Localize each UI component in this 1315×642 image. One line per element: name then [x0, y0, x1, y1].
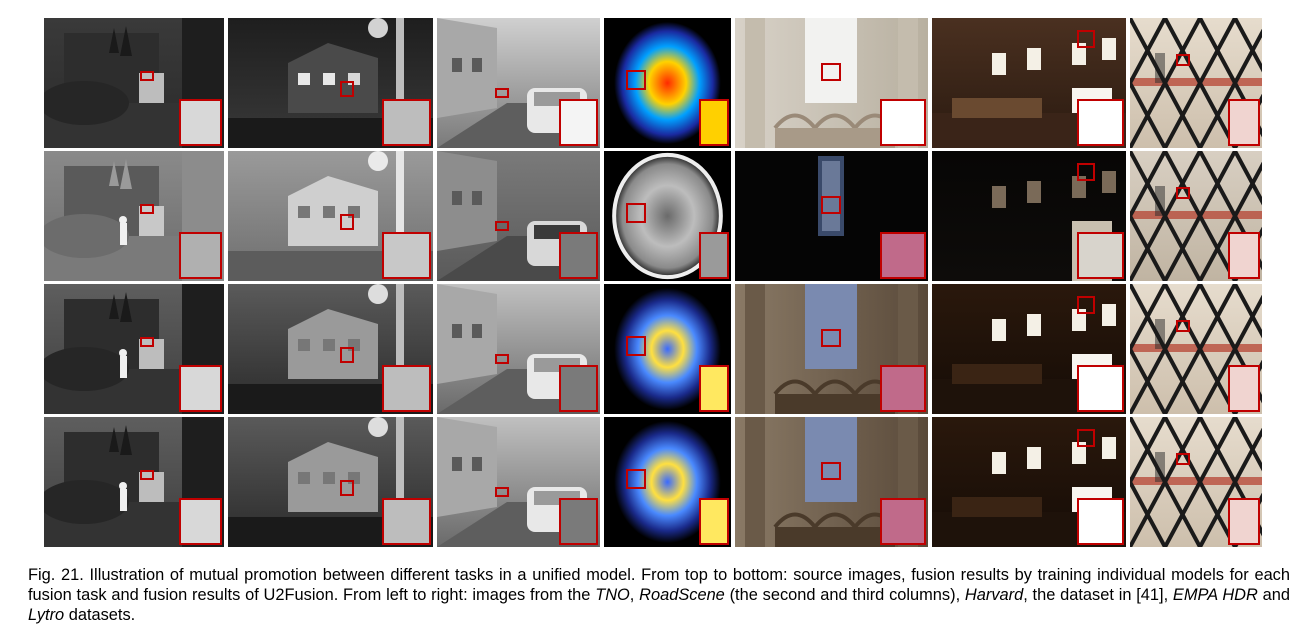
- highlight-box: [626, 203, 646, 223]
- highlight-box: [495, 487, 509, 497]
- zoom-inset: [880, 365, 926, 412]
- zoom-inset: [382, 99, 431, 146]
- zoom-inset: [1228, 99, 1260, 146]
- figure-image-r1-c1: [44, 18, 224, 148]
- highlight-box: [340, 480, 354, 496]
- figure-image-r1-c2: [228, 18, 433, 148]
- figure-image-r2-c5: [735, 151, 928, 281]
- zoom-inset: [382, 365, 431, 412]
- figure-image-r2-c2: [228, 151, 433, 281]
- caption-text-3: (the second and third columns),: [724, 586, 965, 604]
- highlight-box: [821, 196, 841, 214]
- zoom-inset: [699, 365, 729, 412]
- figure-grid: [44, 18, 1262, 547]
- zoom-inset: [1077, 99, 1124, 146]
- highlight-box: [626, 469, 646, 489]
- zoom-inset: [559, 365, 598, 412]
- zoom-inset: [1077, 365, 1124, 412]
- figure-image-r3-c6: [932, 284, 1126, 414]
- highlight-box: [140, 71, 154, 81]
- highlight-box: [1176, 320, 1190, 332]
- highlight-box: [1077, 163, 1095, 181]
- figure-image-r3-c2: [228, 284, 433, 414]
- highlight-box: [1077, 296, 1095, 314]
- highlight-box: [340, 81, 354, 97]
- figure-image-r3-c5: [735, 284, 928, 414]
- highlight-box: [340, 347, 354, 363]
- caption-dataset-lytro: Lytro: [28, 606, 65, 624]
- caption-text-2: ,: [629, 586, 640, 604]
- highlight-box: [140, 470, 154, 480]
- figure-image-r1-c3: [437, 18, 600, 148]
- caption-text-4: , the dataset in [41],: [1023, 586, 1173, 604]
- zoom-inset: [179, 99, 222, 146]
- figure-image-r1-c7: [1130, 18, 1262, 148]
- zoom-inset: [559, 99, 598, 146]
- highlight-box: [140, 204, 154, 214]
- figure-image-r3-c7: [1130, 284, 1262, 414]
- zoom-inset: [880, 99, 926, 146]
- highlight-box: [1176, 453, 1190, 465]
- highlight-box: [821, 63, 841, 81]
- highlight-box: [626, 336, 646, 356]
- caption-dataset-harvard: Harvard: [964, 586, 1024, 604]
- highlight-box: [821, 329, 841, 347]
- highlight-box: [1077, 429, 1095, 447]
- highlight-box: [626, 70, 646, 90]
- highlight-box: [1176, 54, 1190, 66]
- highlight-box: [821, 462, 841, 480]
- figure-image-r3-c3: [437, 284, 600, 414]
- figure-image-r4-c7: [1130, 417, 1262, 547]
- zoom-inset: [699, 498, 729, 545]
- caption-dataset-tno: TNO: [595, 586, 630, 604]
- figure-image-r2-c3: [437, 151, 600, 281]
- highlight-box: [140, 337, 154, 347]
- caption-dataset-empa: EMPA HDR: [1172, 586, 1258, 604]
- figure-image-r4-c3: [437, 417, 600, 547]
- zoom-inset: [1228, 232, 1260, 279]
- figure-image-r1-c5: [735, 18, 928, 148]
- zoom-inset: [559, 498, 598, 545]
- figure-image-r2-c6: [932, 151, 1126, 281]
- zoom-inset: [179, 498, 222, 545]
- figure-image-r2-c4: [604, 151, 731, 281]
- zoom-inset: [699, 232, 729, 279]
- zoom-inset: [382, 498, 431, 545]
- figure-image-r4-c2: [228, 417, 433, 547]
- zoom-inset: [382, 232, 431, 279]
- figure-image-r4-c5: [735, 417, 928, 547]
- highlight-box: [495, 88, 509, 98]
- zoom-inset: [1077, 232, 1124, 279]
- figure-image-r3-c4: [604, 284, 731, 414]
- zoom-inset: [179, 365, 222, 412]
- highlight-box: [495, 354, 509, 364]
- caption-text-1: Fig. 21. Illustration of mutual promotio…: [28, 566, 1290, 604]
- zoom-inset: [1077, 498, 1124, 545]
- figure-image-r1-c6: [932, 18, 1126, 148]
- figure-caption: Fig. 21. Illustration of mutual promotio…: [28, 565, 1290, 625]
- figure-image-r1-c4: [604, 18, 731, 148]
- zoom-inset: [880, 498, 926, 545]
- caption-text-5: and: [1257, 586, 1290, 604]
- zoom-inset: [880, 232, 926, 279]
- highlight-box: [495, 221, 509, 231]
- figure-image-r4-c6: [932, 417, 1126, 547]
- figure-image-r4-c4: [604, 417, 731, 547]
- zoom-inset: [559, 232, 598, 279]
- highlight-box: [340, 214, 354, 230]
- figure-image-r3-c1: [44, 284, 224, 414]
- figure-image-r2-c7: [1130, 151, 1262, 281]
- zoom-inset: [1228, 365, 1260, 412]
- caption-text-6: datasets.: [64, 606, 136, 624]
- zoom-inset: [179, 232, 222, 279]
- figure-image-r4-c1: [44, 417, 224, 547]
- highlight-box: [1176, 187, 1190, 199]
- caption-dataset-roadscene: RoadScene: [639, 586, 725, 604]
- zoom-inset: [1228, 498, 1260, 545]
- highlight-box: [1077, 30, 1095, 48]
- zoom-inset: [699, 99, 729, 146]
- figure-image-r2-c1: [44, 151, 224, 281]
